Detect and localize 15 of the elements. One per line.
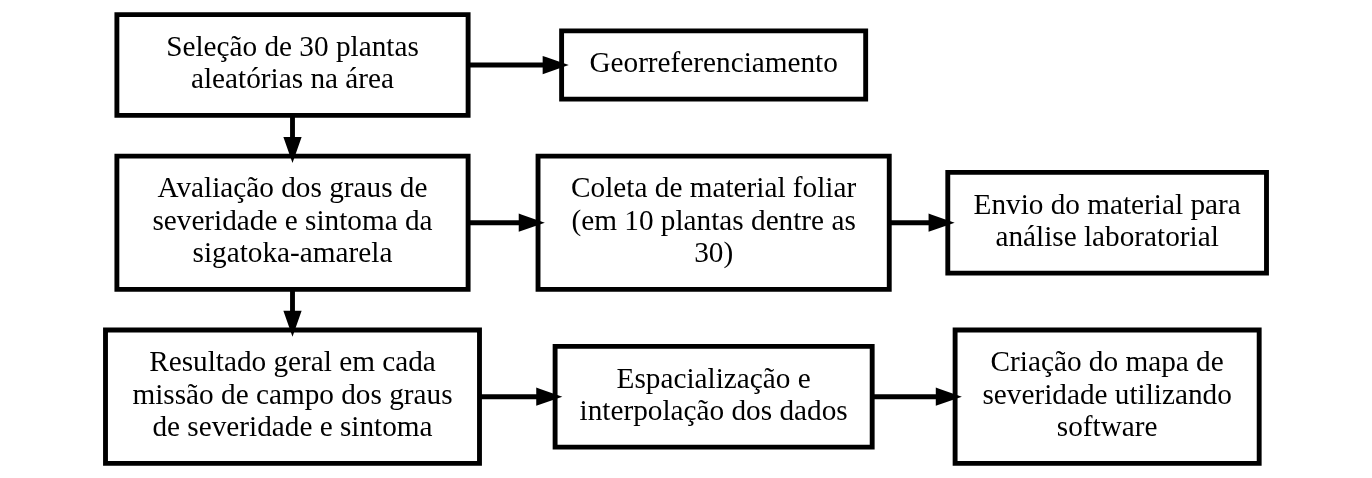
node-box: Criação do mapa de severidade utilizando software xyxy=(952,327,1262,466)
arrow xyxy=(872,387,962,406)
node-box: Espacialização e interpolação dos dados xyxy=(552,343,875,450)
arrow xyxy=(479,387,563,406)
node-box: Resultado geral em cada missão de campo dos graus de severidade e sintoma xyxy=(103,327,482,466)
node-box: Georreferenciamento xyxy=(559,28,869,102)
arrow xyxy=(283,115,302,163)
node-box: Envio do material para análise laboratorial xyxy=(945,169,1269,276)
node-box: Seleção de 30 plantas aleatórias na área xyxy=(114,12,471,118)
arrow xyxy=(468,213,545,232)
arrow xyxy=(889,213,955,232)
arrow xyxy=(283,289,302,337)
node-box: Avaliação dos graus de severidade e sintoma da sigatoka-amarela xyxy=(114,153,471,292)
arrow xyxy=(468,55,569,75)
node-box: Coleta de material foliar (em 10 plantas dentre as 30) xyxy=(535,153,892,292)
